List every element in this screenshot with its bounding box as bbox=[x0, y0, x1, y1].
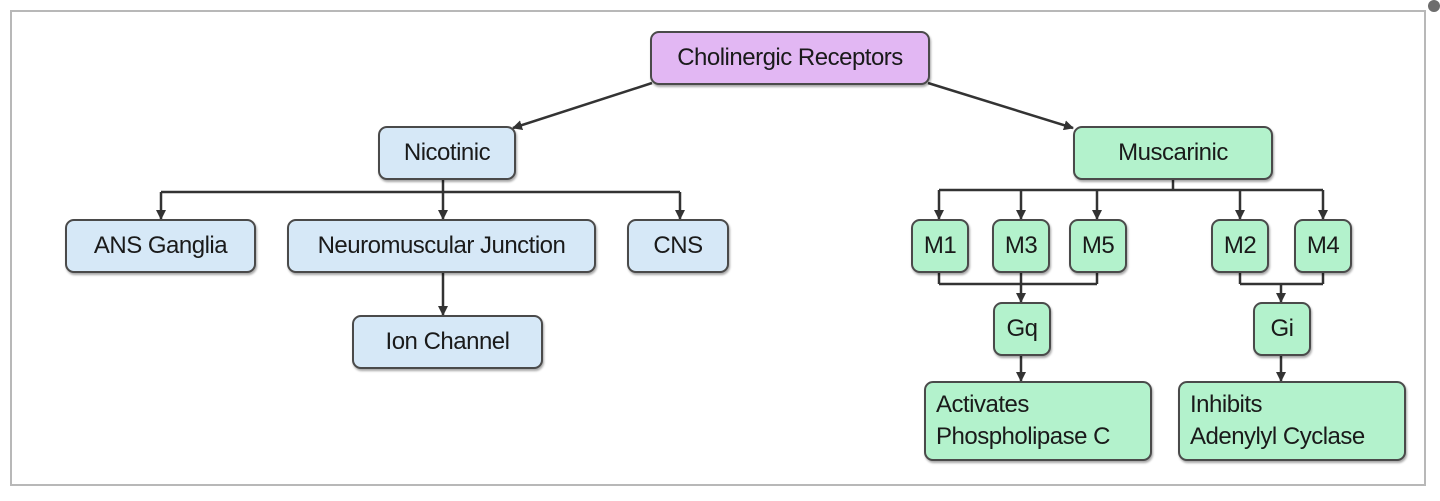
node-muscarinic: Muscarinic bbox=[1073, 126, 1273, 180]
node-ans-ganglia: ANS Ganglia bbox=[65, 219, 256, 273]
edge-root-muscarinic bbox=[927, 81, 1074, 131]
node-m4: M4 bbox=[1294, 219, 1352, 273]
gq-effect-line-2: Phospholipase C bbox=[936, 423, 1110, 450]
node-cholinergic-receptors: Cholinergic Receptors bbox=[650, 31, 930, 85]
node-gi: Gi bbox=[1253, 302, 1311, 356]
gq-effect-line-1: Activates bbox=[936, 391, 1029, 418]
node-activates-phospholipase-c: Activates Phospholipase C bbox=[924, 381, 1152, 461]
node-neuromuscular-junction: Neuromuscular Junction bbox=[287, 219, 596, 273]
node-nicotinic: Nicotinic bbox=[378, 126, 516, 180]
corner-resize-handle[interactable] bbox=[1428, 0, 1440, 12]
node-ion-channel: Ion Channel bbox=[352, 315, 543, 369]
node-m3: M3 bbox=[992, 219, 1050, 273]
gi-effect-line-1: Inhibits bbox=[1190, 391, 1263, 418]
node-cns: CNS bbox=[627, 219, 729, 273]
edge-root-nicotinic bbox=[512, 81, 653, 130]
node-inhibits-adenylyl-cyclase: Inhibits Adenylyl Cyclase bbox=[1178, 381, 1406, 461]
node-m5: M5 bbox=[1069, 219, 1127, 273]
node-m1: M1 bbox=[911, 219, 969, 273]
node-gq: Gq bbox=[993, 302, 1051, 356]
node-m2: M2 bbox=[1211, 219, 1269, 273]
gi-effect-line-2: Adenylyl Cyclase bbox=[1190, 423, 1365, 450]
